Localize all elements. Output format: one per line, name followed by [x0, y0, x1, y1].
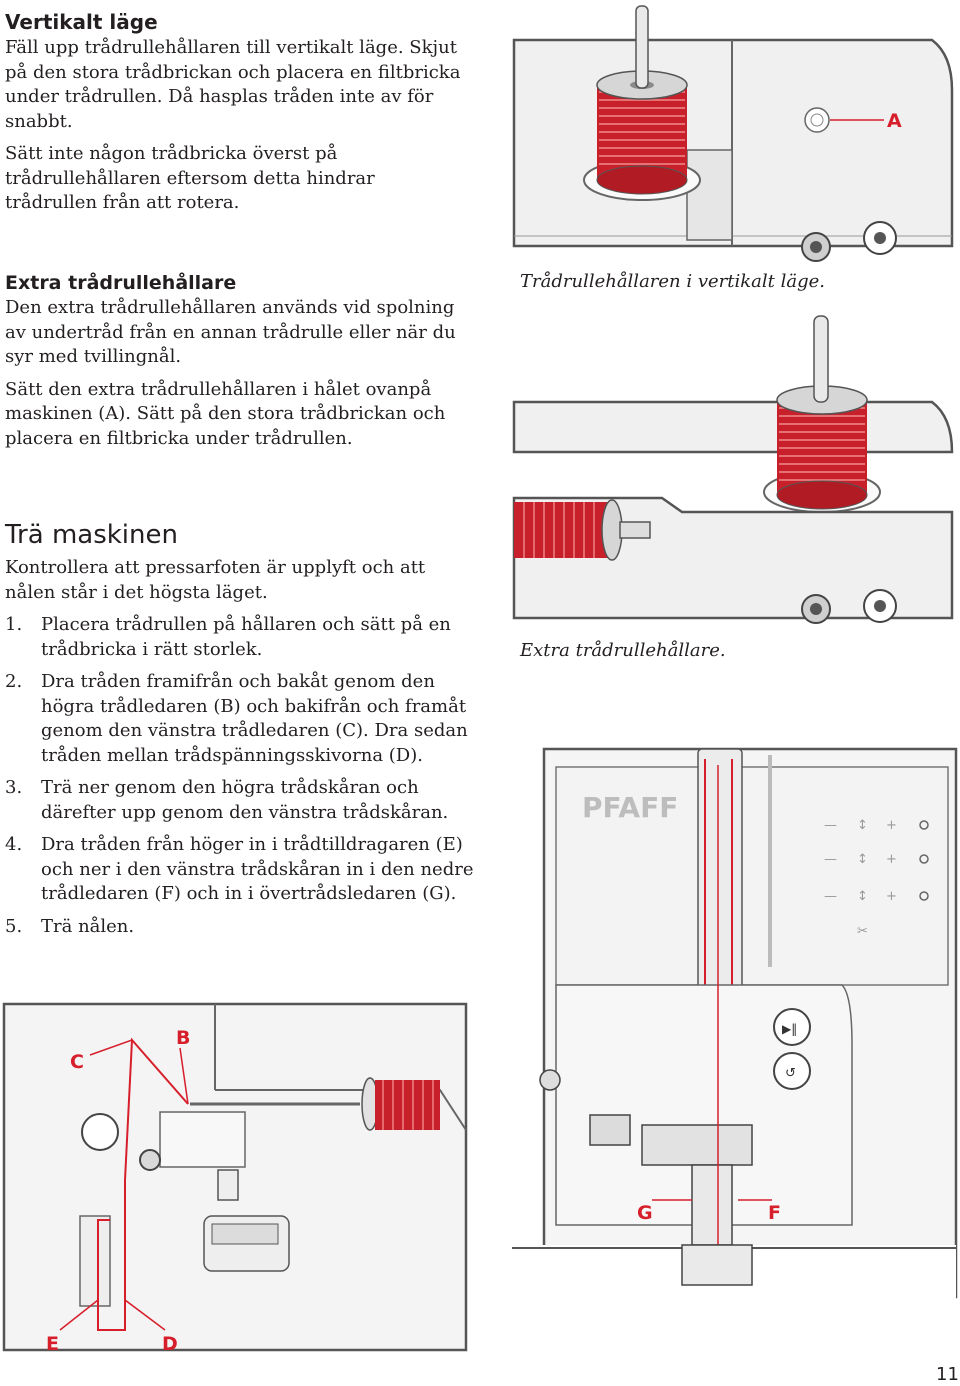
- section-extra-spool-pin: Extra trådrullehållare Den extra trådrul…: [5, 270, 465, 451]
- spool-pin: [635, 5, 649, 89]
- brand-logo: PFAFF: [582, 791, 678, 824]
- extra-spool-pin: [813, 315, 829, 403]
- svg-text:▶‖: ▶‖: [782, 1022, 797, 1036]
- section-title-vertical: Vertikalt läge: [5, 10, 158, 34]
- figure-threading-front: PFAFF — ↕ + — ↕ + — ↕ + ✂ ▶‖ ↺ G F: [512, 747, 958, 1305]
- list-item: 2. Dra tråden framifrån och bakåt genom …: [5, 671, 468, 766]
- svg-text:+: +: [886, 818, 897, 833]
- list-item: 3. Trä ner genom den högra trådskåran oc…: [5, 777, 449, 823]
- section-title-extra-spool: Extra trådrullehållare: [5, 272, 237, 294]
- paragraph-extra-spool-2: Sätt den extra trådrullehållaren i hålet…: [5, 378, 446, 449]
- paragraph-extra-spool-1: Den extra trådrullehållaren används vid …: [5, 297, 456, 367]
- label-g: G: [637, 1202, 653, 1224]
- caption-extra-spool-pin: Extra trådrullehållare.: [520, 640, 726, 661]
- label-f: F: [768, 1202, 781, 1224]
- paragraph-threading-intro: Kontrollera att pressarfoten är upplyft …: [5, 557, 426, 603]
- section-title-threading: Trä maskinen: [5, 520, 178, 550]
- figure-extra-spool-pin: [512, 315, 954, 624]
- svg-text:—: —: [824, 818, 837, 833]
- section-vertical-position: Vertikalt läge Fäll upp trådrullehållare…: [5, 8, 465, 216]
- figure-threading-top: C B E D: [2, 1002, 468, 1355]
- label-e: E: [46, 1333, 59, 1355]
- list-item: 4. Dra tråden från höger in i trådtilldr…: [5, 834, 474, 904]
- svg-text:✂: ✂: [857, 924, 868, 939]
- svg-text:↕: ↕: [857, 818, 868, 833]
- svg-text:↺: ↺: [785, 1066, 796, 1081]
- reverse-button[interactable]: [773, 1052, 811, 1090]
- paragraph-vertical-1: Fäll upp trådrullehållaren till vertikal…: [5, 37, 461, 132]
- thread-spool: [596, 70, 688, 195]
- spool-pin-hole: [804, 107, 830, 133]
- list-item: 5. Trä nålen.: [5, 915, 135, 937]
- label-a: A: [887, 110, 902, 132]
- label-d: D: [162, 1333, 178, 1355]
- svg-text:↕: ↕: [857, 889, 868, 904]
- svg-text:+: +: [886, 852, 897, 867]
- svg-text:—: —: [824, 889, 837, 904]
- svg-text:—: —: [824, 852, 837, 867]
- figure-vertical-spool-pin: A: [512, 5, 954, 262]
- label-c: C: [70, 1051, 84, 1073]
- paragraph-vertical-2: Sätt inte någon trådbricka överst på trå…: [5, 143, 375, 213]
- list-item: 1. Placera trådrullen på hållaren och sä…: [5, 614, 451, 660]
- thread-spool: [776, 385, 868, 510]
- svg-text:↕: ↕: [857, 852, 868, 867]
- threading-steps-list: 1. Placera trådrullen på hållaren och sä…: [5, 613, 475, 939]
- section-threading: Trä maskinen Kontrollera att pressarfote…: [5, 518, 475, 939]
- tension-dial[interactable]: [81, 1113, 119, 1151]
- start-stop-button[interactable]: [773, 1008, 811, 1046]
- page-number: 11: [936, 1364, 959, 1385]
- svg-text:+: +: [886, 889, 897, 904]
- control-panel: — ↕ + — ↕ + — ↕ + ✂: [824, 818, 929, 939]
- caption-vertical-spool-pin: Trådrullehållaren i vertikalt läge.: [520, 271, 825, 292]
- label-b: B: [176, 1027, 190, 1049]
